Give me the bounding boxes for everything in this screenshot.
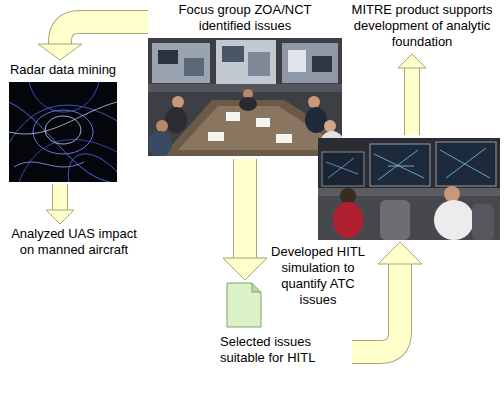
node-label: MITRE product supports development of an… bbox=[346, 2, 498, 50]
arrow-body bbox=[234, 159, 256, 259]
node-label: Developed HITL simulation to quantify AT… bbox=[268, 244, 368, 308]
arrow-outline bbox=[404, 67, 420, 135]
node-label: Focus group ZOA/NCT identified issues bbox=[148, 2, 342, 38]
node-label: Radar data mining bbox=[6, 62, 120, 82]
focus-group-photo bbox=[148, 38, 342, 156]
radar-track-image bbox=[9, 82, 117, 182]
arrow-head bbox=[378, 242, 422, 264]
arrow-body bbox=[53, 184, 67, 211]
node-label: Selected issues suitable for HITL bbox=[220, 334, 350, 366]
document-icon bbox=[226, 282, 262, 328]
atc-simulation-photo bbox=[318, 138, 500, 240]
text-node: MITRE product supports development of an… bbox=[346, 2, 498, 50]
arrow-body bbox=[405, 67, 419, 135]
arrow-head bbox=[38, 44, 82, 60]
block-arrow bbox=[46, 184, 74, 224]
arrow-body bbox=[60, 22, 148, 45]
text-node: Analyzed UAS impact on manned aircraft bbox=[4, 226, 144, 258]
block-arrow bbox=[223, 159, 267, 280]
arrow-outline bbox=[352, 263, 400, 352]
arrow-head bbox=[398, 54, 426, 68]
arrow-head bbox=[223, 258, 267, 280]
arrow-outline bbox=[233, 159, 257, 259]
photo-node: Developed HITL simulation to quantify AT… bbox=[318, 138, 500, 240]
photo-node: Focus group ZOA/NCT identified issues bbox=[148, 2, 342, 156]
node-label: Analyzed UAS impact on manned aircraft bbox=[4, 226, 144, 258]
arrow-outline bbox=[60, 22, 148, 45]
arrow-outline bbox=[52, 184, 68, 211]
arrow-head bbox=[46, 210, 74, 224]
block-arrow bbox=[38, 22, 148, 60]
block-arrow bbox=[398, 54, 426, 135]
image-node: Radar data mining bbox=[6, 62, 120, 182]
arrow-body bbox=[352, 263, 400, 352]
